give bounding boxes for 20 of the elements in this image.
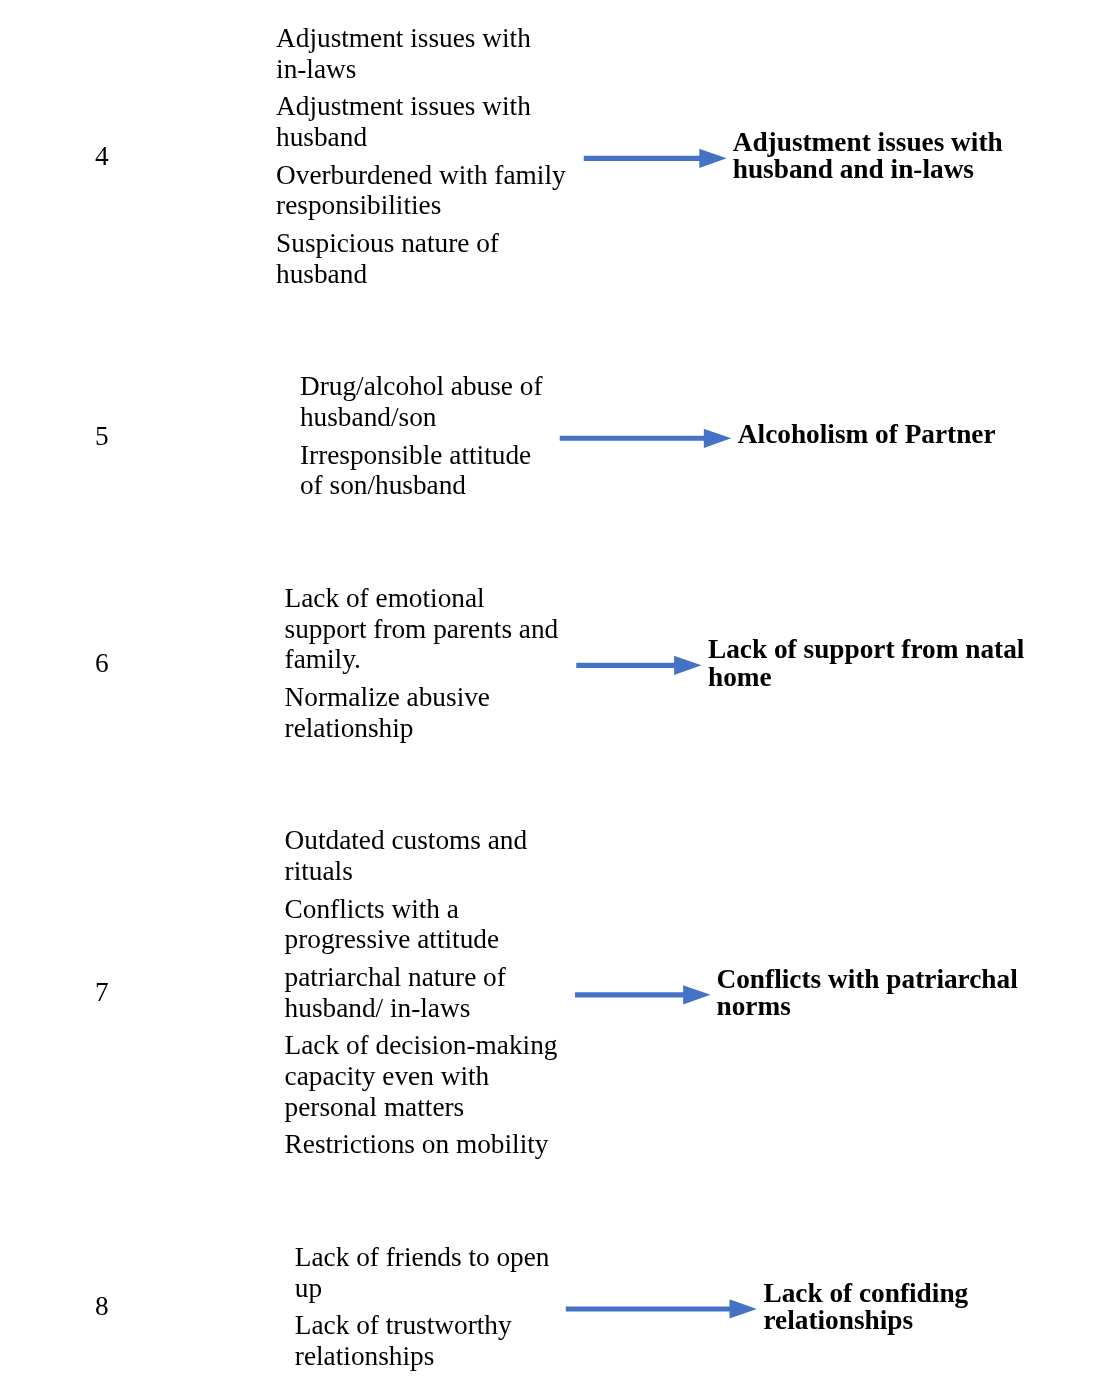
label: 5 (94, 420, 109, 451)
node-text: Adjustment issues with husband and in-laws (732, 127, 1003, 185)
node-text: Alcoholism of Partner (737, 419, 996, 450)
label: 4 (94, 140, 109, 171)
label: 6 (94, 647, 109, 678)
label: 7 (94, 977, 109, 1008)
arrow (583, 148, 727, 168)
node-text: Adjustment issues with in-laws Adjustment issues with husband Overburdened with family responsibilities Suspicious nature of husband (275, 23, 566, 289)
arrow (559, 428, 731, 448)
arrow (574, 985, 711, 1005)
node-text: Drug/alcohol abuse of husband/son Irresponsible attitude of son/husband (299, 371, 543, 501)
label: 8 (94, 1291, 109, 1322)
node-text: Lack of friends to open up Lack of trustworthy relationships (294, 1241, 550, 1371)
arrow (575, 655, 701, 675)
arrow (565, 1299, 757, 1319)
node-text: Lack of support from natal home (707, 634, 1024, 692)
node-text: Lack of confiding relationships (762, 1277, 968, 1336)
node-text: Outdated customs and rituals Conflicts with a progressive attitude patriarchal nature of husband/ in-laws Lack of decision-making capacity even with personal matters Restrictions on mobility (284, 825, 557, 1160)
node-text: Conflicts with patriarchal norms (716, 963, 1018, 1021)
node-text: Lack of emotional support from parents and family. Normalize abusive relationship (284, 582, 558, 743)
